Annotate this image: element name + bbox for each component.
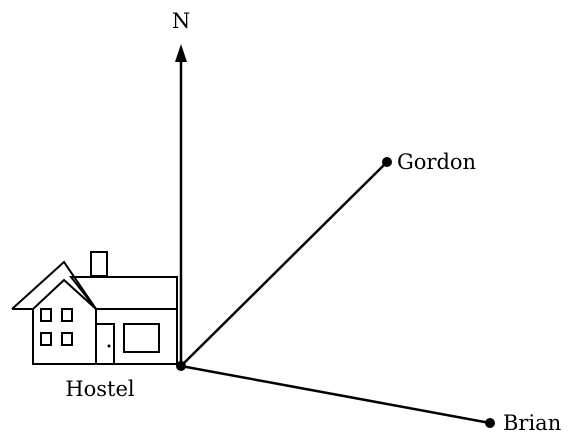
brian-line [180,364,491,425]
window-3 [40,332,52,346]
gordon-point [382,157,392,167]
window-4 [61,332,73,346]
north-label: N [172,9,190,33]
door-knob [107,344,111,348]
gordon-line [180,161,388,367]
chimney [90,251,108,277]
gordon-label: Gordon [397,150,476,174]
window-1 [40,308,52,322]
brian-label: Brian [503,411,561,434]
hostel-house-icon [11,251,178,365]
large-window [123,323,160,353]
door [95,323,115,365]
window-2 [61,308,73,322]
gable-roof [11,260,97,310]
brian-point [485,418,495,428]
hostel-label: Hostel [65,377,135,401]
north-arrowhead [175,44,187,62]
hostel-point [176,361,186,371]
